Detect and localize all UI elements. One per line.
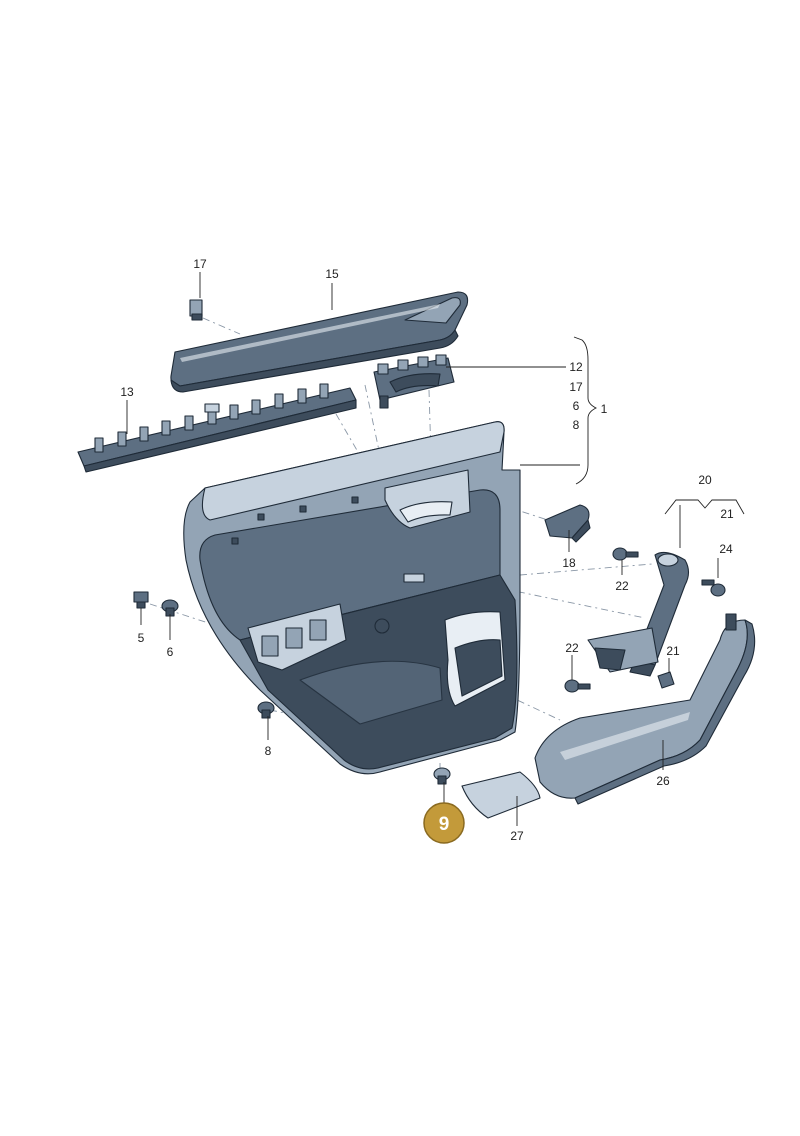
highlighted-callout-9[interactable]: 9	[423, 802, 465, 844]
part-26-armrest-trim	[534, 613, 756, 805]
callout-labels: 17 15 13 12 17 6 8 1 20 21 24 18 22 5 6 …	[120, 257, 734, 843]
part-21-clip	[657, 671, 675, 689]
callout-22-bottom: 22	[565, 641, 579, 655]
callout-5: 5	[138, 631, 145, 645]
callout-17-group: 17	[569, 380, 583, 394]
part-6-clip	[161, 599, 179, 617]
callout-22-top: 22	[615, 579, 629, 593]
part-12-handle-bracket	[373, 354, 455, 409]
callout-6-group: 6	[573, 399, 580, 413]
part-24-bolt	[701, 579, 726, 597]
callout-17-top: 17	[193, 257, 207, 271]
highlight-label: 9	[439, 814, 450, 835]
callout-24: 24	[719, 542, 733, 556]
part-1-door-panel	[183, 421, 521, 775]
leader-lines	[126, 272, 745, 826]
part-13-bracket-rail	[77, 383, 357, 473]
callout-26: 26	[656, 774, 670, 788]
callout-1: 1	[601, 402, 608, 416]
part-20-pull-handle	[587, 551, 690, 677]
part-8-clip	[257, 701, 275, 719]
part-22-bolt-upper	[612, 547, 639, 561]
part-22-bolt-lower	[564, 679, 591, 693]
part-9-screw	[433, 767, 451, 785]
callout-21-top: 21	[720, 507, 734, 521]
callout-8-group: 8	[573, 418, 580, 432]
callout-20: 20	[698, 473, 712, 487]
part-15-upper-trim-strip	[170, 291, 469, 393]
callout-21-bottom: 21	[666, 644, 680, 658]
part-18-cover-cap	[544, 504, 591, 543]
part-17-clip	[189, 299, 203, 321]
callout-12: 12	[569, 360, 583, 374]
callout-27: 27	[510, 829, 524, 843]
part-5-clip	[133, 591, 149, 609]
callout-6: 6	[167, 645, 174, 659]
callout-13: 13	[120, 385, 134, 399]
callout-15: 15	[325, 267, 339, 281]
highlight-circle	[423, 802, 465, 844]
callout-18: 18	[562, 556, 576, 570]
callout-8: 8	[265, 744, 272, 758]
part-27-pad	[461, 771, 541, 819]
